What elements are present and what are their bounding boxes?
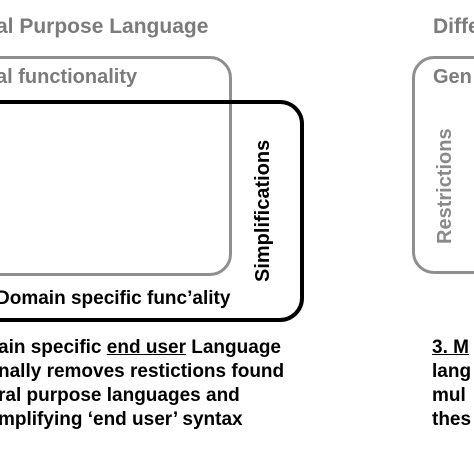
right-caption-line-1: 3. M [432, 337, 469, 358]
right-caption-line-2: lang [432, 361, 472, 382]
general-functionality-box [0, 56, 232, 276]
left-panel-heading: al Purpose Language [0, 15, 209, 38]
left-caption-line-1-pre: ain specific [0, 337, 107, 358]
right-general-box [412, 56, 474, 274]
right-panel-heading: Diffe [433, 15, 474, 38]
domain-specific-box [0, 100, 304, 322]
left-caption: ain specific end user Language nally rem… [0, 336, 284, 432]
right-caption: 3. M lang mul thes [432, 336, 471, 432]
domain-specific-functionality-label: Domain specific func’ality [0, 288, 231, 309]
left-caption-line-1: ain specific end user Language [0, 336, 284, 360]
right-general-label: Gen [433, 66, 472, 88]
left-caption-underlined: end user [106, 337, 186, 358]
right-caption-line-4: thes [432, 409, 472, 430]
left-caption-line-4: mplifying ‘end user’ syntax [0, 409, 243, 430]
left-caption-line-1-post: Language [185, 337, 281, 358]
restrictions-label: Restrictions [434, 128, 456, 244]
general-functionality-label: al functionality [0, 66, 138, 88]
right-caption-line-3: mul [432, 385, 466, 406]
left-caption-line-3: ral purpose languages and [0, 385, 240, 406]
left-caption-line-2: nally removes restictions found [0, 361, 285, 382]
simplifications-label: Simplifications [252, 139, 274, 282]
